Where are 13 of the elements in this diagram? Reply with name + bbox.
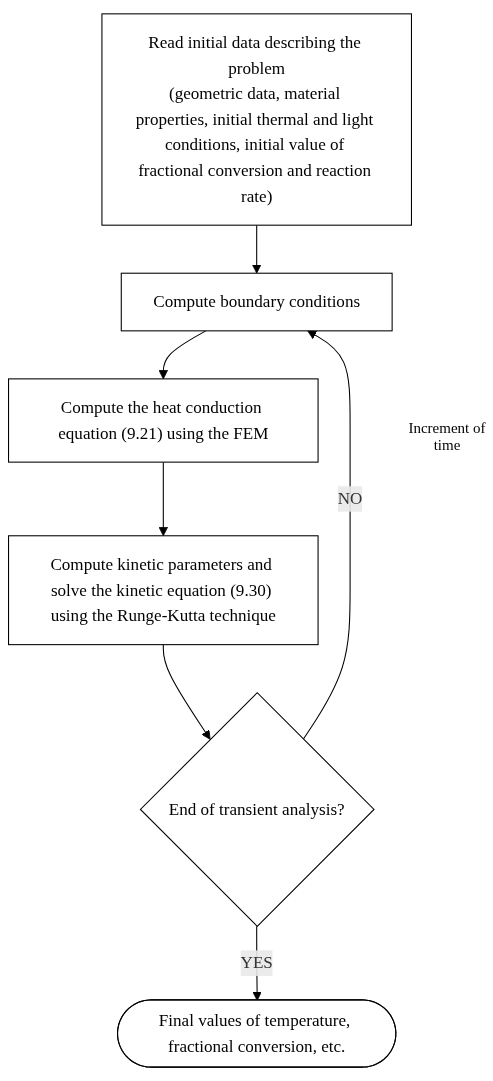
edge-label: NO bbox=[337, 489, 363, 508]
arrow bbox=[158, 461, 168, 537]
node-box: Compute kinetic parameters and solve the kinetic equation (9.30) using the Runge-Kutta technique bbox=[8, 535, 319, 646]
node-diamond: End of transient analysis? bbox=[139, 691, 375, 927]
arrow bbox=[158, 330, 207, 380]
arrow bbox=[162, 644, 211, 740]
arrow bbox=[252, 224, 262, 274]
arrow bbox=[302, 330, 351, 740]
node-box: Read initial data describing the problem (geometric data, material properties, initial thermal and light conditions, initial value of fractional conversion and reaction rate) bbox=[101, 13, 412, 226]
node-box: Compute boundary conditions bbox=[120, 272, 393, 332]
node-box: Compute the heat conduction equation (9.21) using the FEM bbox=[8, 378, 319, 463]
edge-label: YES bbox=[240, 953, 273, 972]
note-text: Increment of time bbox=[407, 420, 487, 454]
